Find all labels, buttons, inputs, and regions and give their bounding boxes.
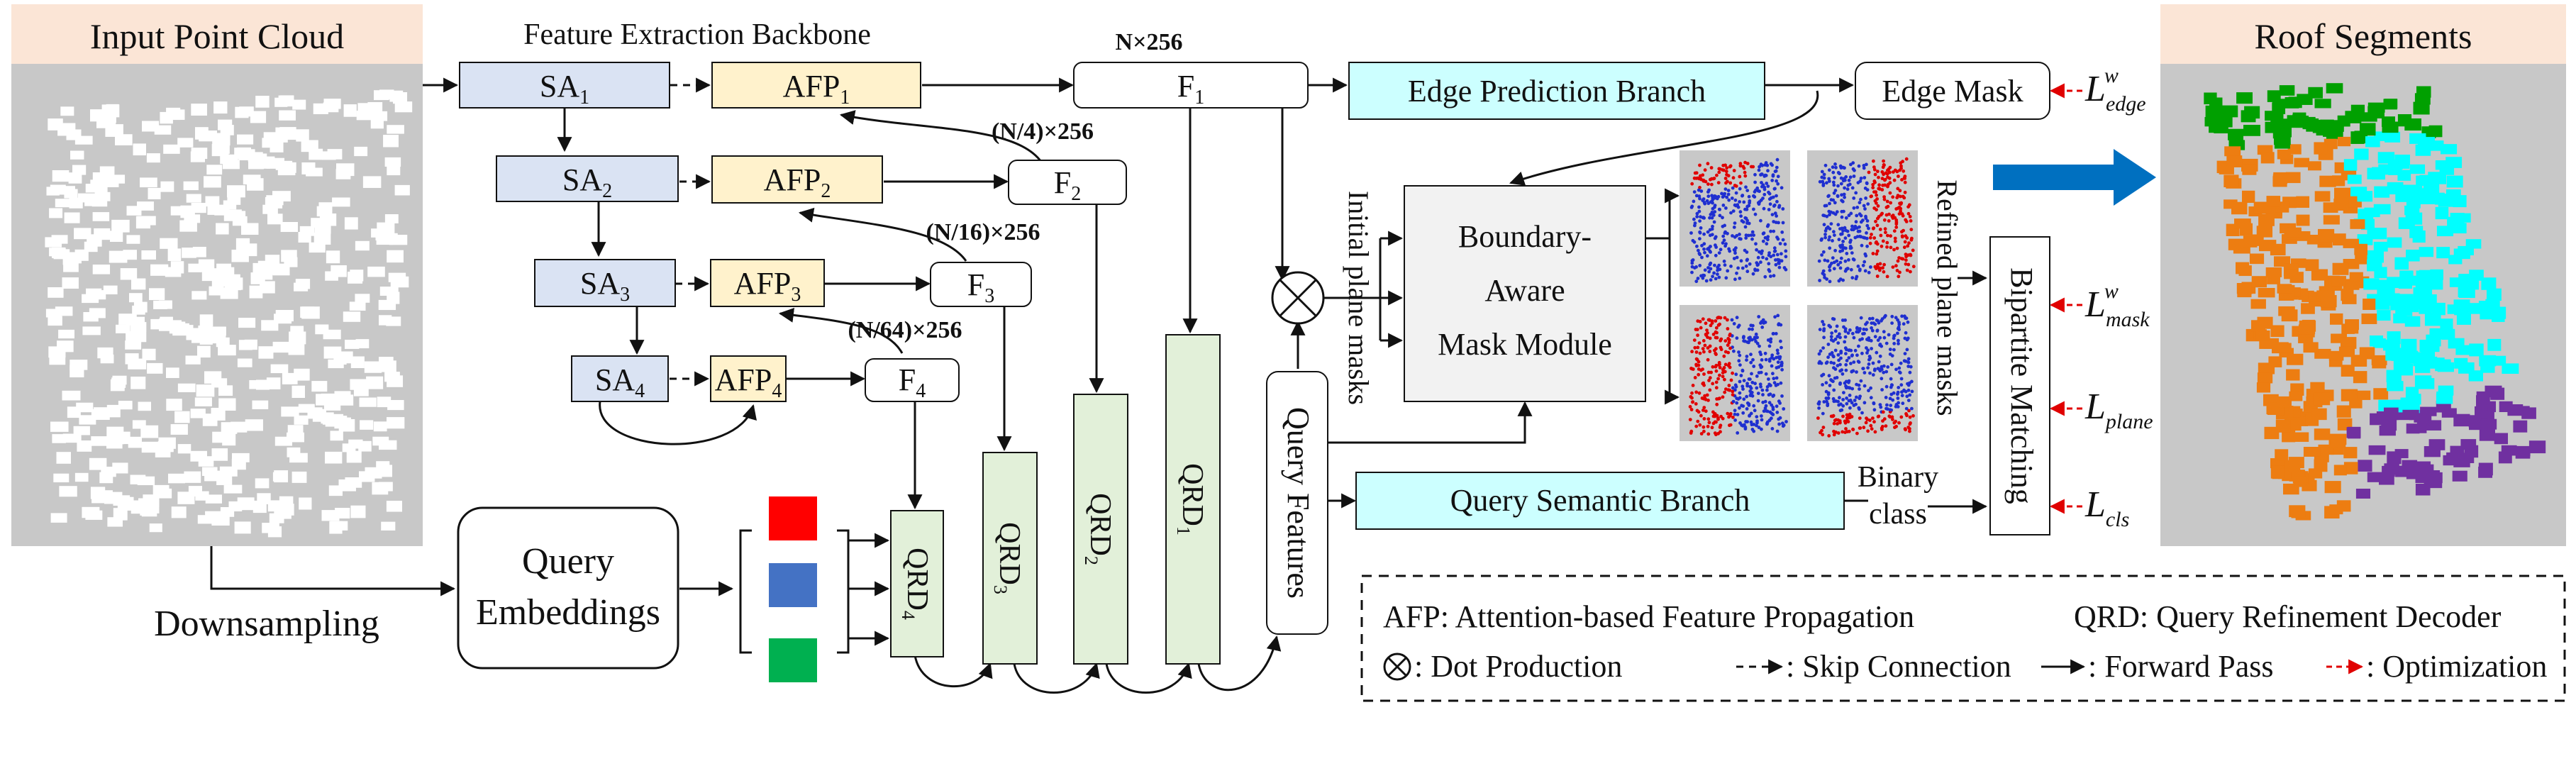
afp-block-1: AFP1 [711,62,921,109]
svg-text:Edge Mask: Edge Mask [1882,74,2023,109]
feature-f3: F3 [930,262,1032,307]
legend-afp: AFP: Attention-based Feature Propagation [1383,599,1914,634]
svg-text:Edge Prediction Branch: Edge Prediction Branch [1408,74,1706,109]
svg-text:SA1: SA1 [540,69,589,109]
input-panel: Input Point Cloud [11,4,423,546]
connections [210,77,1988,694]
svg-text:QRD2: QRD2 [1081,493,1116,565]
dim-label-1: N×256 [1116,29,1183,55]
binary-label: Binary [1858,461,1938,494]
mask-thumbnails [1680,150,1918,441]
input-title: Input Point Cloud [90,16,344,56]
refined-masks-label: Refined plane masks [1931,179,1963,416]
legend-dot-icon [1383,653,1411,681]
feature-f4: F4 [865,358,960,402]
svg-text:Bipartite Matching: Bipartite Matching [2004,267,2039,504]
afp-block-4: AFP4 [710,355,787,402]
query-token-blue [769,563,817,607]
svg-text:QRD1: QRD1 [1173,463,1209,535]
legend-forward: : Forward Pass [2088,649,2274,684]
svg-text:F1: F1 [1177,69,1204,109]
svg-text:QRD4: QRD4 [898,548,933,620]
output-title: Roof Segments [2255,16,2472,56]
sa-block-3: SA3 [534,259,676,307]
feature-f1: F1 [1073,62,1309,109]
svg-text:F3: F3 [967,267,994,307]
loss-cls: Lcls [2084,484,2129,531]
downsampling-label: Downsampling [154,604,379,644]
optimization-arrows [2049,83,2082,514]
dim-label-2: (N/4)×256 [992,118,1094,145]
sa-block-2: SA2 [496,155,679,202]
dim-label-4: (N/64)×256 [848,317,962,343]
output-panel: Roof Segments [2160,4,2566,546]
query-token-red [769,496,817,540]
sa-block-1: SA1 [459,62,670,109]
afp-block-2: AFP2 [711,155,883,204]
loss-plane: Lplane [2084,387,2153,433]
output-arrow-icon [1993,149,2156,206]
qrd-block-2: QRD2 [1073,394,1128,665]
svg-text:AFP4: AFP4 [715,362,782,402]
svg-text:Query Features: Query Features [1281,407,1316,599]
qrd-block-3: QRD3 [982,452,1038,665]
query-features-block: Query Features [1266,371,1328,635]
edge-prediction-branch: Edge Prediction Branch [1348,62,1765,120]
dim-label-3: (N/16)×256 [926,219,1040,245]
legend-dot: : Dot Production [1414,649,1622,684]
legend-qrd: QRD: Query Refinement Decoder [2074,599,2502,634]
dot-product-icon [1271,271,1325,325]
sa-block-4: SA4 [571,355,669,402]
afp-block-3: AFP3 [710,259,825,307]
backbone-title: Feature Extraction Backbone [523,18,871,51]
legend-skip: : Skip Connection [1786,649,2011,684]
roof-segments-cloud [2204,83,2546,521]
legend: AFP: Attention-based Feature Propagation… [1360,574,2566,702]
legend-opt: : Optimization [2366,649,2547,684]
svg-text:AFP2: AFP2 [764,162,831,202]
qrd-block-4: QRD4 [890,510,944,657]
svg-text:SA2: SA2 [562,162,612,202]
svg-text:SA3: SA3 [580,266,630,306]
svg-text:F4: F4 [899,362,926,402]
edge-mask-block: Edge Mask [1855,62,2050,120]
svg-text:Aware: Aware [1484,273,1565,308]
svg-text:Query: Query [522,541,614,582]
query-embeddings-block: Query Embeddings [457,506,679,670]
boundary-aware-mask-module: Boundary- Aware Mask Module [1404,185,1646,402]
class-label: class [1869,498,1927,531]
feature-f2: F2 [1008,160,1127,205]
svg-text:AFP3: AFP3 [734,266,801,306]
input-point-cloud [45,89,413,538]
query-semantic-branch: Query Semantic Branch [1355,472,1845,530]
svg-text:AFP1: AFP1 [783,69,850,109]
query-tokens [739,496,850,682]
qrd-block-1: QRD1 [1165,334,1221,665]
svg-text:QRD3: QRD3 [990,522,1026,594]
query-token-green [769,638,817,682]
svg-text:F2: F2 [1054,165,1081,205]
bipartite-matching-block: Bipartite Matching [1989,236,2050,535]
svg-text:Embeddings: Embeddings [476,592,660,633]
svg-text:Boundary-: Boundary- [1458,219,1592,254]
svg-text:Query Semantic Branch: Query Semantic Branch [1450,483,1750,518]
svg-text:SA4: SA4 [595,362,645,402]
svg-text:Mask Module: Mask Module [1438,327,1612,362]
initial-masks-label: Initial plane masks [1343,191,1375,405]
